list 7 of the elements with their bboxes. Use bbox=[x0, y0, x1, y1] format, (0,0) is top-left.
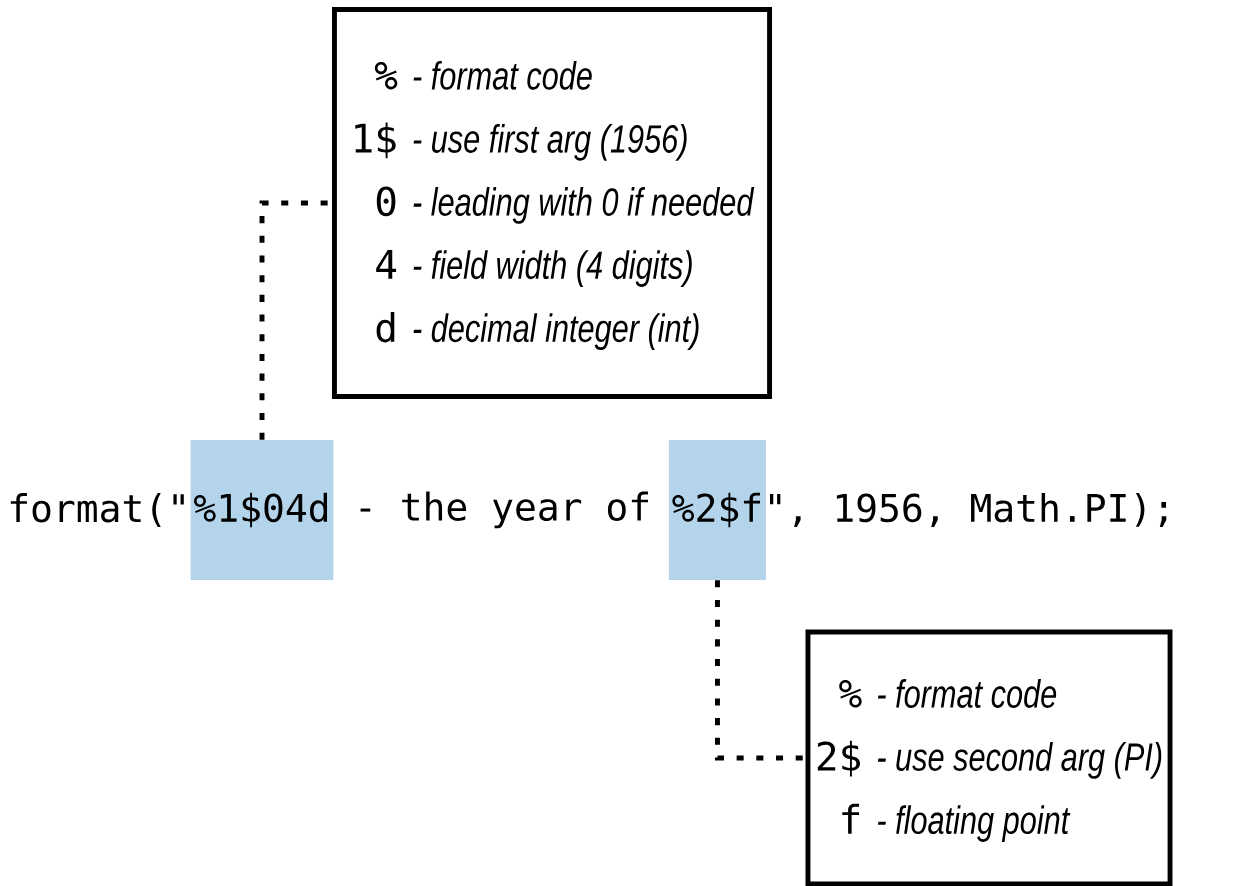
callout-box: % - format code 2$ - use second arg (PI) f - floating point bbox=[805, 629, 1173, 886]
highlighted-code: %1$04d bbox=[190, 440, 334, 580]
leader-line bbox=[715, 580, 806, 761]
highlighted-code: %2$f bbox=[668, 440, 766, 580]
code-text: - the year of bbox=[360, 491, 648, 529]
code-text: ", 1956, Math.PI); bbox=[770, 492, 1167, 528]
callout-box: % - format code 1$ - use first arg (1956) 0 - leading with 0 if needed 4 - field width (4 digits) d - decimal integer (int) bbox=[332, 6, 773, 399]
